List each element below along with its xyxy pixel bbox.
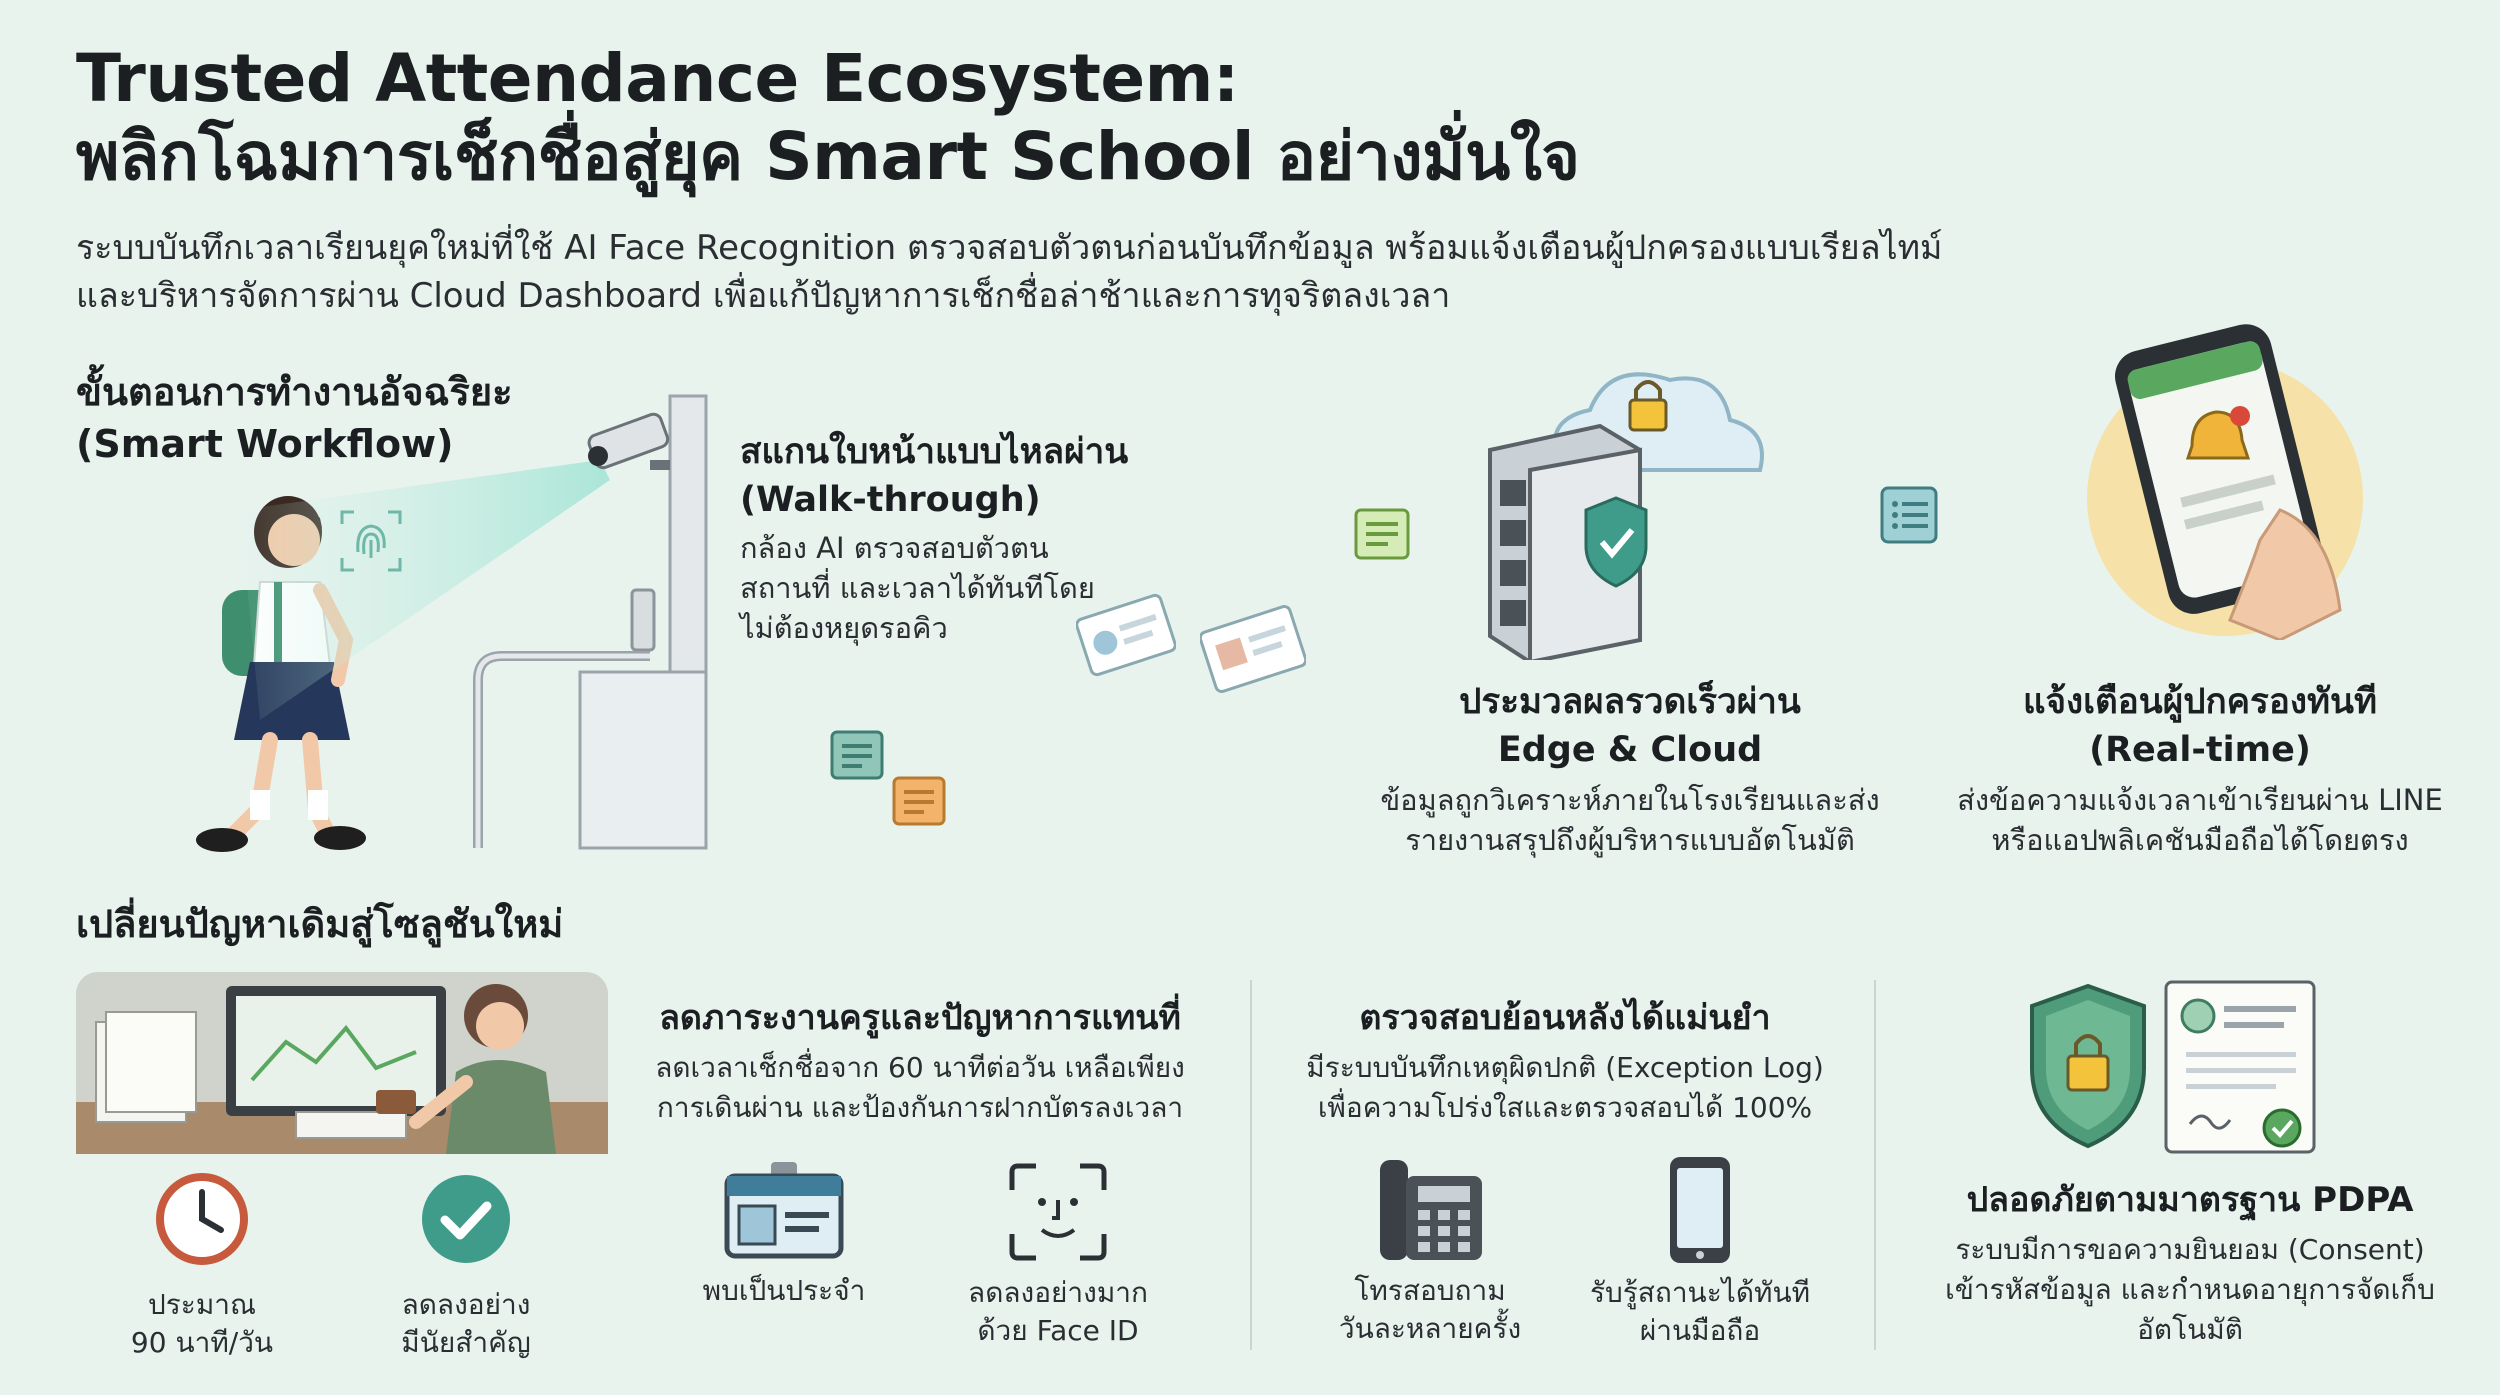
page-subtitle: ระบบบันทึกเวลาเรียนยุคใหม่ที่ใช้ AI Face… [76, 224, 2096, 320]
card-2-text-line-2: เพื่อความโปร่งใสและตรวจสอบได้ 100% [1317, 1091, 1813, 1124]
title-line-2: พลิกโฉมการเช็กชื่อสู่ยุค Smart School อย… [76, 118, 1580, 195]
card-3-text-line-3: อัตโนมัติ [2137, 1313, 2243, 1346]
step-realtime: แจ้งเตือนผู้ปกครองทันที (Real-time) ส่งข… [1900, 678, 2500, 860]
face-id-icon [948, 1160, 1168, 1264]
metric-label-line-1: ลดลงอย่างมาก [968, 1276, 1148, 1309]
step-1-title-line-2: (Walk-through) [740, 480, 1041, 520]
card-3-text-line-1: ระบบมีการขอความยินยอม (Consent) [1955, 1233, 2425, 1266]
metric-label-line-2: ผ่านมือถือ [1639, 1314, 1761, 1347]
workflow-heading-line-2: (Smart Workflow) [76, 422, 454, 466]
card-2-title: ตรวจสอบย้อนหลังได้แม่นยำ [1359, 998, 1771, 1038]
metric-proxy-after: ลดลงอย่างมาก ด้วย Face ID [948, 1160, 1168, 1350]
solution-card-audit: ตรวจสอบย้อนหลังได้แม่นยำ มีระบบบันทึกเหต… [1270, 994, 1860, 1128]
step-2-text-line-2: รายงานสรุปถึงผู้บริหารแบบอัตโนมัติ [1405, 823, 1855, 857]
title-line-1: Trusted Attendance Ecosystem: [76, 40, 1239, 117]
check-circle-icon [376, 1172, 556, 1266]
step-2-text-line-1: ข้อมูลถูกวิเคราะห์ภายในโรงเรียนและส่ง [1380, 783, 1880, 817]
card-3-text-line-2: เข้ารหัสข้อมูล และกำหนดอายุการจัดเก็บ [1945, 1273, 2435, 1306]
step-3-title-line-2: (Real-time) [2089, 730, 2311, 770]
step-1-text-line-2: สถานที่ และเวลาได้ทันทีโดย [740, 571, 1095, 605]
data-card-icon [1200, 604, 1306, 694]
step-1-text-line-3: ไม่ต้องหยุดรอคิว [740, 611, 948, 645]
card-1-text-line-2: การเดินผ่าน และป้องกันการฝากบัตรลงเวลา [656, 1091, 1184, 1124]
step-2-title-line-1: ประมวลผลรวดเร็วผ่าน [1459, 682, 1801, 722]
step-edge-cloud: ประมวลผลรวดเร็วผ่าน Edge & Cloud ข้อมูลถ… [1280, 678, 1980, 860]
step-3-text-line-2: หรือแอปพลิเคชันมือถือได้โดยตรง [1991, 823, 2409, 857]
phone-notification-illustration [2080, 320, 2370, 640]
solutions-heading: เปลี่ยนปัญหาเดิมสู่โซลูชันใหม่ [76, 902, 564, 946]
document-icon [1354, 508, 1410, 560]
camera-beam [240, 420, 620, 720]
metric-label-line-2: ด้วย Face ID [977, 1314, 1139, 1347]
document-icon [892, 776, 946, 826]
metric-contact-after: รับรู้สถานะได้ทันที ผ่านมือถือ [1580, 1154, 1820, 1350]
metric-label-line-1: รับรู้สถานะได้ทันที [1589, 1276, 1811, 1309]
workflow-heading: ขั้นตอนการทำงานอัจฉริยะ (Smart Workflow) [76, 366, 513, 470]
solution-card-pdpa: ปลอดภัยตามมาตรฐาน PDPA ระบบมีการขอความยิ… [1890, 1176, 2490, 1350]
page-title: Trusted Attendance Ecosystem: พลิกโฉมการ… [76, 40, 1580, 196]
smartphone-icon [1580, 1154, 1820, 1266]
solution-card-workload: ลดภาระงานครูและปัญหาการแทนที่ ลดเวลาเช็ก… [620, 994, 1220, 1128]
card-1-title: ลดภาระงานครูและปัญหาการแทนที่ [659, 998, 1181, 1038]
clock-icon [112, 1172, 292, 1266]
teacher-illustration [76, 972, 608, 1154]
metric-label-line-1: ลดลงอย่าง [401, 1288, 531, 1321]
desk-phone-icon [1330, 1154, 1530, 1264]
metric-label-line-1: โทรสอบถาม [1354, 1274, 1506, 1307]
metric-label-line-2: วันละหลายครั้ง [1338, 1312, 1522, 1345]
server-cloud-illustration [1470, 340, 1770, 660]
metric-proxy-before: พบเป็นประจำ [694, 1160, 874, 1310]
metric-time-before: ประมาณ 90 นาที/วัน [112, 1172, 292, 1362]
workflow-heading-line-1: ขั้นตอนการทำงานอัจฉริยะ [76, 370, 513, 414]
step-1-title-line-1: สแกนใบหน้าแบบไหลผ่าน [740, 432, 1129, 472]
metric-time-after: ลดลงอย่าง มีนัยสำคัญ [376, 1172, 556, 1362]
pdpa-illustration [2020, 976, 2320, 1166]
data-card-icon [1076, 592, 1176, 678]
subtitle-line-2: และบริหารจัดการผ่าน Cloud Dashboard เพื่… [76, 276, 1451, 316]
metric-label-line-2: มีนัยสำคัญ [401, 1326, 531, 1359]
step-1-text-line-1: กล้อง AI ตรวจสอบตัวตน [740, 531, 1049, 565]
step-walkthrough: สแกนใบหน้าแบบไหลผ่าน (Walk-through) กล้อ… [740, 428, 1128, 648]
subtitle-line-1: ระบบบันทึกเวลาเรียนยุคใหม่ที่ใช้ AI Face… [76, 228, 1943, 268]
card-3-title: ปลอดภัยตามมาตรฐาน PDPA [1966, 1180, 2414, 1220]
metric-label-line-1: พบเป็นประจำ [702, 1274, 866, 1307]
list-icon [1880, 486, 1938, 544]
metric-label-line-1: ประมาณ [147, 1288, 256, 1321]
fingerprint-icon [338, 508, 404, 574]
divider [1250, 980, 1252, 1350]
card-2-text-line-1: มีระบบบันทึกเหตุผิดปกติ (Exception Log) [1306, 1051, 1824, 1084]
step-3-text-line-1: ส่งข้อความแจ้งเวลาเข้าเรียนผ่าน LINE [1957, 783, 2443, 817]
step-3-title-line-1: แจ้งเตือนผู้ปกครองทันที [2022, 682, 2378, 722]
card-1-text-line-1: ลดเวลาเช็กชื่อจาก 60 นาทีต่อวัน เหลือเพี… [655, 1051, 1185, 1084]
document-icon [830, 730, 884, 780]
divider [1874, 980, 1876, 1350]
metric-label-line-2: 90 นาที/วัน [130, 1326, 274, 1359]
metric-contact-before: โทรสอบถาม วันละหลายครั้ง [1330, 1154, 1530, 1348]
gate-illustration [470, 390, 730, 850]
step-2-title-line-2: Edge & Cloud [1497, 730, 1763, 770]
id-card-icon [694, 1160, 874, 1260]
